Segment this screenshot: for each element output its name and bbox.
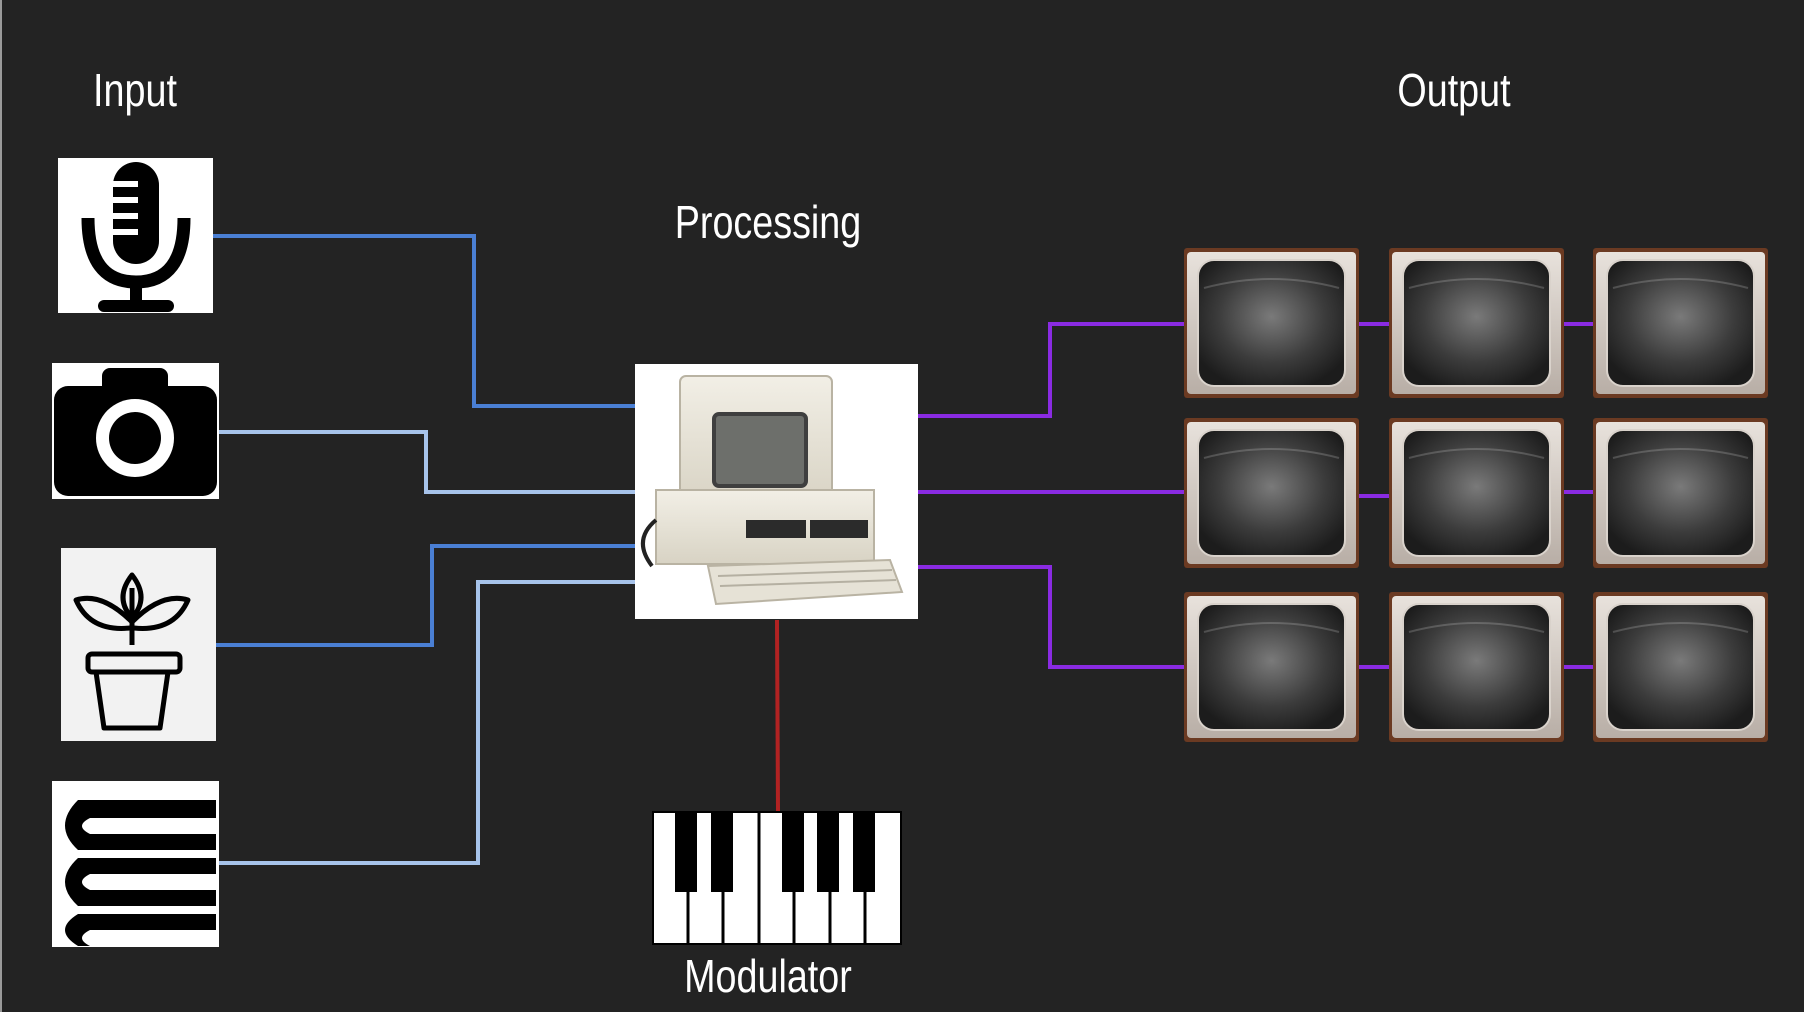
input-wires — [212, 234, 635, 865]
books-stack-icon — [52, 781, 219, 947]
modulator-heading: Modulator — [684, 950, 852, 1001]
camera-wire — [217, 430, 635, 494]
crt-television-icon — [1389, 248, 1564, 398]
microphone-icon — [58, 158, 213, 313]
output-heading: Output — [1397, 64, 1510, 115]
camera-icon — [52, 363, 219, 499]
processing-heading: Processing — [675, 196, 862, 247]
crt-television-icon — [1593, 248, 1768, 398]
crt-television-icon — [1593, 418, 1768, 568]
output-wire-row-3 — [918, 565, 1184, 669]
crt-television-icon — [1593, 592, 1768, 742]
plant-wire — [215, 544, 635, 647]
tv-grid — [1184, 248, 1768, 742]
modulator-wire — [775, 619, 780, 813]
input-heading: Input — [93, 64, 177, 115]
output-wire-row-1 — [918, 322, 1184, 418]
crt-television-icon — [1389, 418, 1564, 568]
retro-computer-icon — [635, 364, 918, 619]
crt-television-icon — [1184, 418, 1359, 568]
books-wire — [217, 580, 635, 865]
crt-television-icon — [1184, 592, 1359, 742]
microphone-wire — [212, 234, 635, 408]
piano-keyboard-icon — [652, 811, 902, 945]
plant-pot-icon — [61, 548, 216, 741]
crt-television-icon — [1389, 592, 1564, 742]
page-edge — [1804, 0, 1814, 1012]
output-wires — [918, 322, 1593, 669]
crt-television-icon — [1184, 248, 1359, 398]
